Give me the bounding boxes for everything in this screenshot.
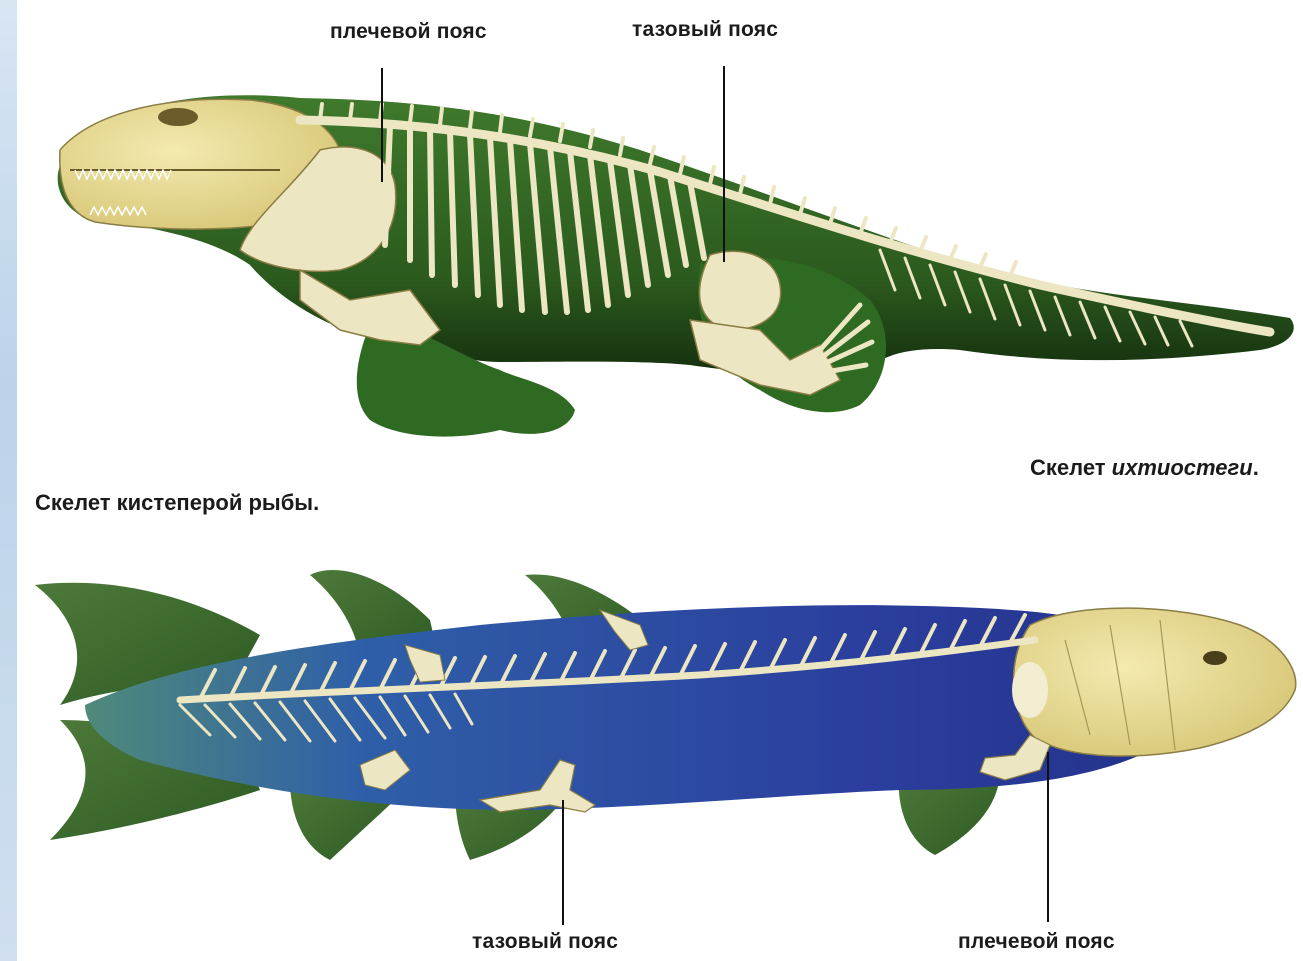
- ichthyostega-pelvic-girdle: [700, 251, 781, 330]
- bottom-pelvic-girdle-label: тазовый пояс: [472, 930, 618, 954]
- top-shoulder-girdle-label: плечевой пояс: [330, 20, 487, 44]
- top-pelvic-girdle-label: тазовый пояс: [632, 18, 778, 42]
- lobefin-caption: Скелет кистеперой рыбы.: [35, 490, 319, 516]
- bottom-shoulder-girdle-label: плечевой пояс: [958, 930, 1115, 954]
- ichthyostega-eye-socket: [158, 108, 198, 126]
- ichthyostega-illustration: [58, 66, 1294, 437]
- ichthyostega-caption-name: ихтиостеги: [1112, 455, 1253, 480]
- ichthyostega-caption: Скелет ихтиостеги.: [1030, 455, 1259, 481]
- lobefin-fish-illustration: [35, 570, 1296, 925]
- fish-operculum: [1012, 662, 1048, 718]
- ichthyostega-caption-prefix: Скелет: [1030, 455, 1112, 480]
- ichthyostega-caption-suffix: .: [1253, 455, 1259, 480]
- fish-skull: [1014, 608, 1296, 756]
- fish-eye: [1203, 651, 1227, 665]
